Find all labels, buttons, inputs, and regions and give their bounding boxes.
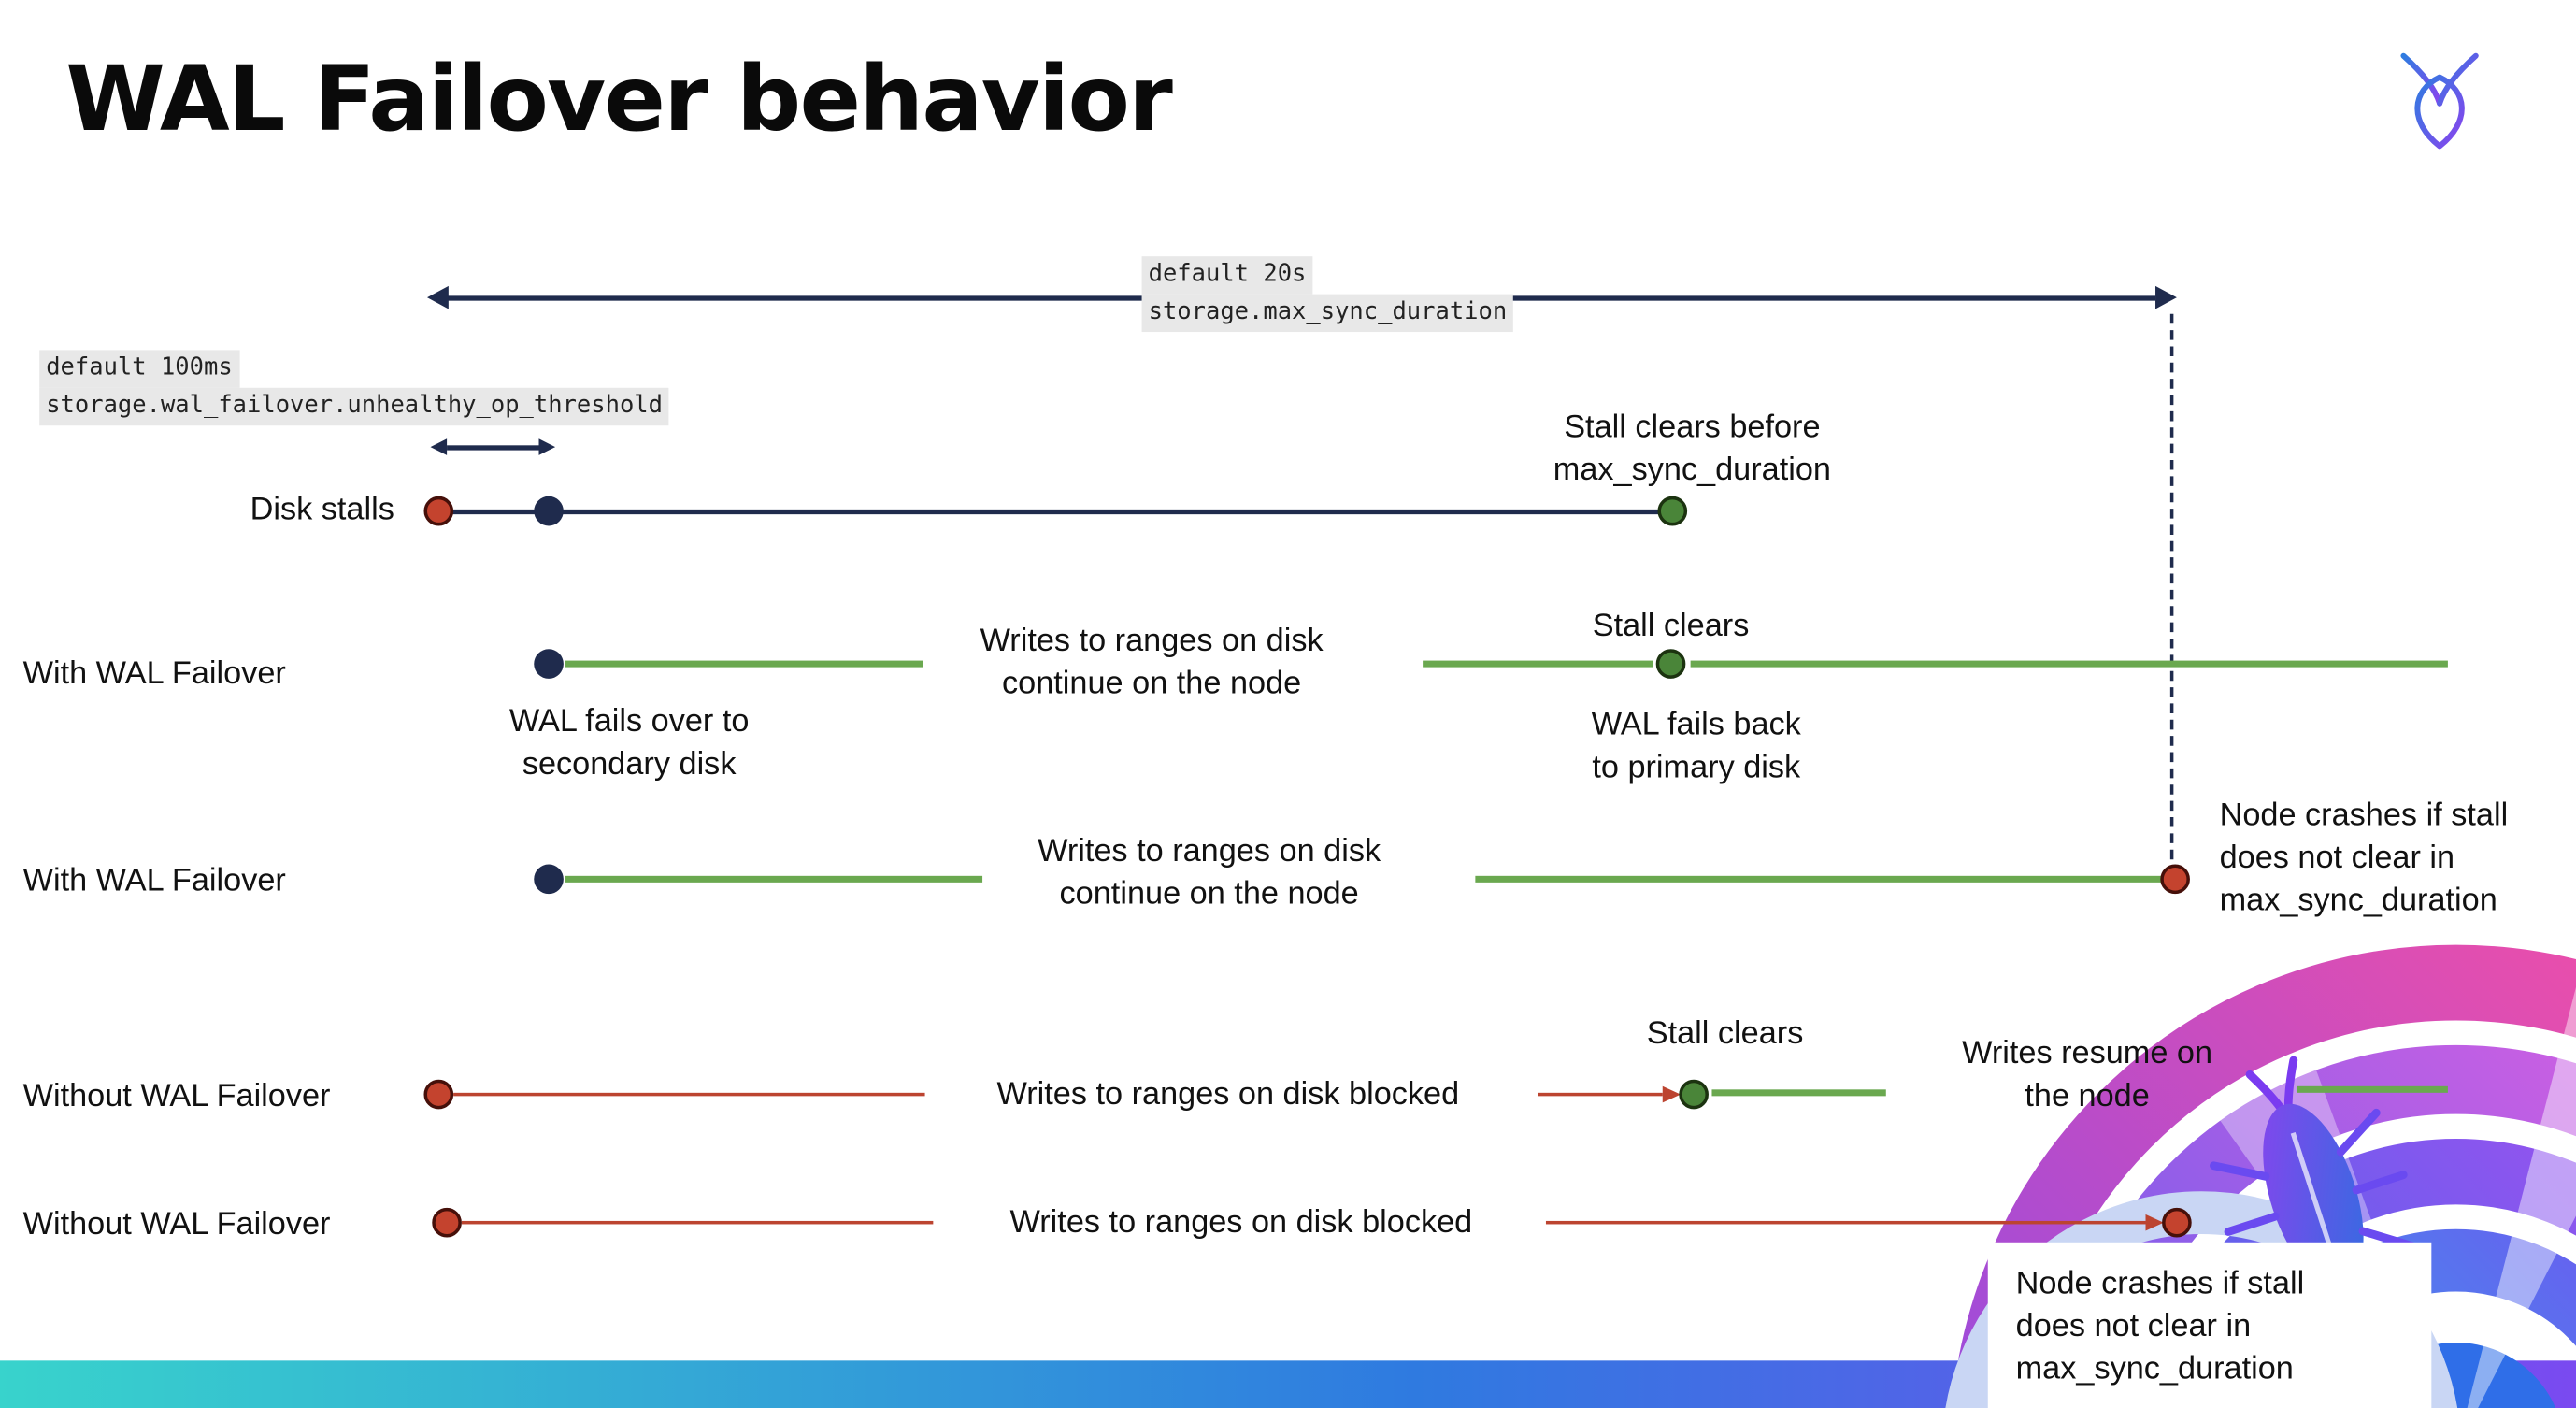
arrow-head-right-icon [2155,285,2177,309]
writes-continue-line-a [565,660,923,668]
writes-continue-line-2b [1475,875,2163,883]
node-crash-note-2: Node crashes if stall does not clear in … [2015,1265,2305,1387]
stall-start-dot-3 [432,1207,462,1238]
node-crash-note-1: Node crashes if stall does not clear in … [2219,797,2509,919]
failover-to-secondary-note: WAL fails over to secondary disk [508,703,750,783]
stall-clears-note-3: Stall clears [1646,1015,1804,1052]
stall-clears-dot-3 [1679,1079,1709,1110]
disk-stalls-timeline-line [438,508,1663,514]
writes-blocked-line-2a [461,1220,934,1225]
failover-dot-2 [534,864,564,895]
writes-blocked-line-b [1538,1091,1663,1097]
threshold-default-label: default 100ms [39,350,239,388]
bug-glyph [2210,1056,2417,1300]
stall-start-dot-2 [423,1079,454,1110]
stall-clears-dot [1657,496,1688,526]
stall-clears-dot-2 [1655,649,1686,679]
writes-blocked-line-2b [1545,1220,2146,1225]
row-label-with-wal-failover-1: With WAL Failover [22,655,286,692]
threshold-arrow-head-left-icon [430,438,448,455]
node-crash-dot-1 [2160,864,2190,895]
writes-resume-line-b [2297,1085,2448,1093]
arrow-head-left-icon [426,285,449,309]
writes-blocked-note-2: Writes to ranges on disk blocked [1009,1204,1473,1242]
row-label-disk-stalls: Disk stalls [250,491,394,528]
stall-clears-before-note: Stall clears before max_sync_duration [1553,409,1831,489]
writes-blocked-note-1: Writes to ranges on disk blocked [996,1076,1460,1113]
failover-dot [534,649,564,679]
max-sync-setting-name: storage.max_sync_duration [1141,294,1514,333]
blocked-arrow-head-2-icon [2145,1214,2164,1230]
threshold-arrow-head-right-icon [538,438,556,455]
threshold-arrow-line [447,445,539,450]
row-label-with-wal-failover-2: With WAL Failover [22,862,286,899]
node-crash-dot-2 [2162,1207,2192,1238]
brand-artwork [1945,944,2576,1408]
writes-continue-line-c [1690,660,2448,668]
writes-continue-line-b [1423,660,1653,668]
failback-to-primary-note: WAL fails back to primary disk [1591,706,1801,786]
blocked-arrow-head-icon [1662,1085,1682,1102]
writes-blocked-line-a [453,1091,925,1097]
threshold-setting-name: storage.wal_failover.unhealthy_op_thresh… [39,387,670,426]
writes-continue-line-2a [565,875,983,883]
stall-clears-note-2: Stall clears [1592,608,1750,644]
stall-start-dot [423,496,454,526]
threshold-reached-dot [534,496,564,526]
writes-continue-note-2: Writes to ranges on disk continue on the… [1038,833,1381,912]
writes-resume-note: Writes resume on the node [1962,1035,2213,1114]
node-crash-callout-box [1987,1242,2432,1408]
cockroachdb-logo-icon [2400,52,2479,150]
max-sync-duration-annotation: default 20s storage.max_sync_duration [1141,256,1514,333]
unhealthy-op-threshold-annotation: default 100ms storage.wal_failover.unhea… [39,350,670,426]
max-sync-default-label: default 20s [1141,256,1313,295]
row-label-without-wal-failover-2: Without WAL Failover [22,1206,331,1243]
page-title: WAL Failover behavior [65,46,1172,151]
max-sync-deadline-dashed-line [2169,313,2174,860]
writes-resume-line-a [1711,1089,1886,1096]
writes-continue-note-1: Writes to ranges on disk continue on the… [980,623,1324,702]
row-label-without-wal-failover-1: Without WAL Failover [22,1078,331,1114]
